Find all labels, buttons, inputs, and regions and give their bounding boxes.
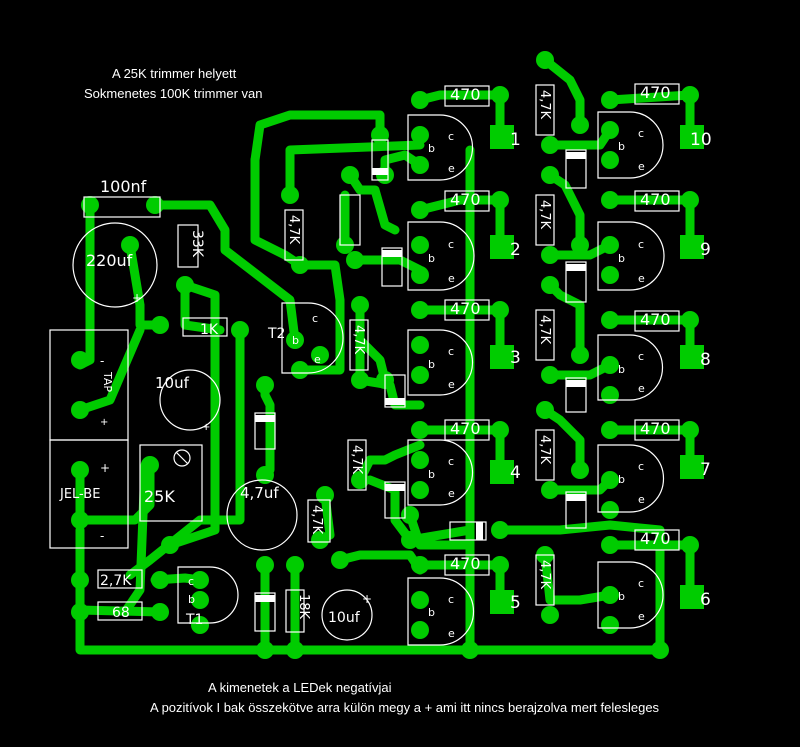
pin-c-s2: c: [448, 238, 454, 251]
pin-e-s7: e: [638, 493, 645, 506]
pin-c-s5: c: [448, 593, 454, 606]
pin-b-s1: b: [428, 142, 435, 155]
label-t1: T1: [185, 612, 203, 628]
label-470-6: 470: [640, 529, 671, 548]
output-10: 10: [690, 130, 712, 150]
pin-e-s6: e: [638, 610, 645, 623]
note-top-line2: Sokmenetes 100K trimmer van: [84, 86, 263, 101]
note-bottom-line1: A kimenetek a LEDek negatívjai: [208, 680, 392, 695]
label-470-7: 470: [640, 419, 671, 438]
round-pads: [71, 51, 699, 659]
label-4-7k-s3: 4,7K: [349, 445, 364, 475]
output-4: 4: [510, 463, 521, 483]
label-2-7k: 2,7K: [100, 573, 132, 589]
label-minus-1: -: [100, 529, 104, 543]
label-t2: T2: [267, 326, 285, 342]
label-tap: TAP: [101, 371, 114, 392]
label-220uf: 220uf: [86, 251, 133, 270]
label-4-7k-r4: 4,7K: [537, 435, 552, 465]
pin-b-s6: b: [618, 590, 625, 603]
pin-e-s1: e: [448, 162, 455, 175]
label-10uf-b: 10uf: [328, 610, 361, 626]
pin-c-s10: c: [638, 127, 644, 140]
label-10uf-a: 10uf: [155, 374, 190, 392]
pin-e-s9: e: [638, 272, 645, 285]
pin-e-s3: e: [448, 378, 455, 391]
pin-c-s1: c: [448, 130, 454, 143]
pin-b-s5: b: [428, 606, 435, 619]
note-bottom-line2: A pozitívok I bak összekötve arra külön …: [150, 700, 660, 715]
output-7: 7: [700, 460, 711, 480]
pin-e-s4: e: [448, 487, 455, 500]
pin-e-s5: e: [448, 627, 455, 640]
output-9: 9: [700, 240, 711, 260]
label-4-7k-r1: 4,7K: [537, 90, 552, 120]
pin-b-s7: b: [618, 473, 625, 486]
pin-e-t2: e: [314, 353, 321, 366]
label-470-8: 470: [640, 310, 671, 329]
label-100nf: 100nf: [100, 177, 147, 196]
silkscreen-outlines: [49, 83, 680, 646]
label-jel-be: JEL-BE: [59, 487, 100, 502]
diode-bands: [255, 152, 586, 602]
label-4-7k-s2: 4,7K: [351, 325, 366, 355]
label-470-2: 470: [450, 190, 481, 209]
label-minus-2: -: [100, 354, 104, 368]
pin-b-s9: b: [618, 252, 625, 265]
label-4-7uf: 4,7uf: [240, 484, 279, 502]
label-25k: 25K: [144, 487, 175, 506]
label-470-9: 470: [640, 190, 671, 209]
label-68: 68: [112, 605, 130, 621]
label-470-3: 470: [450, 299, 481, 318]
label-plus-5: +: [202, 422, 210, 433]
output-8: 8: [700, 350, 711, 370]
pin-b-t2: b: [292, 334, 299, 347]
pin-c-s6: c: [638, 577, 644, 590]
pin-b-s10: b: [618, 140, 625, 153]
label-4-7k-r5: 4,7K: [537, 560, 552, 590]
pin-e-s2: e: [448, 272, 455, 285]
pin-c-s7: c: [638, 460, 644, 473]
output-6: 6: [700, 590, 711, 610]
label-4-7k-t2: 4,7K: [286, 215, 301, 245]
label-plus-4: +: [362, 592, 372, 606]
component-labels: 100nf 220uf 10uf 4,7uf 10uf 33K 1K 2,7K …: [59, 83, 712, 640]
label-4-7k-r3: 4,7K: [537, 315, 552, 345]
pin-c-s3: c: [448, 345, 454, 358]
pin-e-s8: e: [638, 382, 645, 395]
label-470-1: 470: [450, 85, 481, 104]
label-470-4: 470: [450, 419, 481, 438]
note-top-line1: A 25K trimmer helyett: [112, 66, 237, 81]
pin-c-t2: c: [312, 312, 318, 325]
output-3: 3: [510, 348, 521, 368]
pin-b-s2: b: [428, 252, 435, 265]
label-plus-1: +: [100, 461, 110, 475]
pin-c-s4: c: [448, 455, 454, 468]
label-4-7k-s4: 4,7K: [309, 505, 324, 535]
label-18k: 18K: [296, 594, 311, 620]
label-1k: 1K: [200, 322, 219, 338]
pin-c-t1: c: [188, 575, 194, 588]
pin-e-s10: e: [638, 160, 645, 173]
pin-b-s4: b: [428, 468, 435, 481]
pin-b-s8: b: [618, 363, 625, 376]
label-plus-2: +: [100, 417, 108, 428]
pin-b-t1: b: [188, 593, 195, 606]
label-4-7k-r2: 4,7K: [537, 200, 552, 230]
output-1: 1: [510, 130, 521, 150]
label-plus-3: +: [132, 291, 142, 305]
label-470-10: 470: [640, 83, 671, 102]
pin-c-s9: c: [638, 238, 644, 251]
pin-c-s8: c: [638, 350, 644, 363]
pin-b-s3: b: [428, 358, 435, 371]
output-square-pads: [490, 125, 704, 614]
label-33k: 33K: [189, 230, 205, 258]
label-470-5: 470: [450, 554, 481, 573]
output-2: 2: [510, 240, 521, 260]
output-5: 5: [510, 593, 521, 613]
